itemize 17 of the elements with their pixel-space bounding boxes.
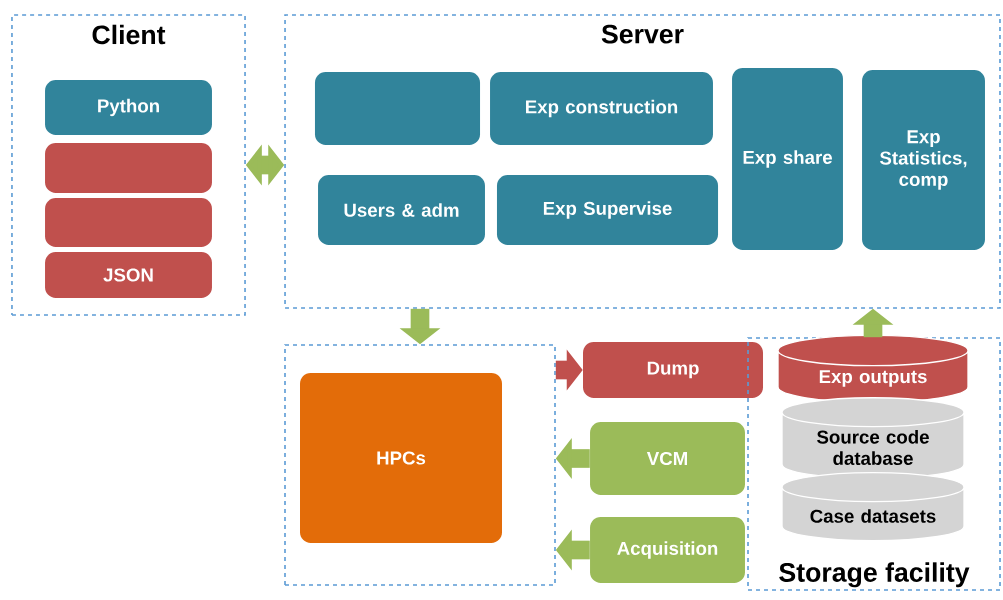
process-box: JSON <box>45 252 212 298</box>
process-box: Exp construction <box>490 71 713 146</box>
database-cylinder: Source code database <box>781 397 965 480</box>
group-box <box>284 344 556 586</box>
process-box: Exp Statistics, comp <box>862 70 985 250</box>
process-box: Acquisition <box>590 517 745 583</box>
process-box: Users & adm <box>318 175 485 245</box>
process-box: Exp Supervise <box>496 175 719 245</box>
process-box: VCM <box>590 421 745 496</box>
process-box: Exp share <box>732 68 843 250</box>
database-cylinder: Case datasets <box>781 472 965 542</box>
process-box: HPCs <box>300 373 502 543</box>
process-box: Python <box>45 80 212 135</box>
process-box <box>45 143 212 193</box>
database-cylinder: Exp outputs <box>777 334 969 403</box>
process-box <box>45 197 212 248</box>
process-box <box>314 71 481 146</box>
